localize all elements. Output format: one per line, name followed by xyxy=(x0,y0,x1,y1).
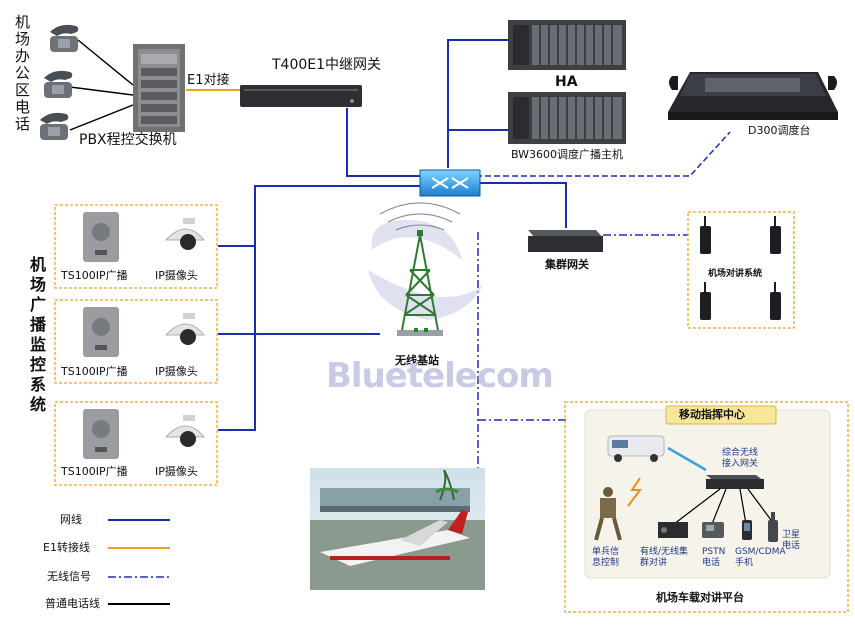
walkie-system-frame xyxy=(687,211,795,329)
ts100-speaker-icon xyxy=(83,307,119,357)
legend-label: E1转接线 xyxy=(43,541,90,554)
device-label: 单兵信息控制 xyxy=(592,547,620,568)
walkie-system-label: 机场对讲系统 xyxy=(708,269,763,279)
device-label: 有线/无线集群对讲 xyxy=(640,547,689,568)
radio-device-icon xyxy=(658,522,688,538)
legend-label: 网线 xyxy=(60,513,82,526)
phone-icon xyxy=(40,112,69,140)
bw3600-label: BW3600调度广播主机 xyxy=(511,148,624,161)
lightning-icon xyxy=(627,477,642,507)
pbx-label: PBX程控交换机 xyxy=(79,132,177,148)
base-station-label: 无线基站 xyxy=(395,354,439,367)
office-phones-label: 机场办公区电话 xyxy=(14,13,30,133)
broadcast-frame xyxy=(54,204,218,289)
vehicle-platform-label: 机场车载对讲平台 xyxy=(656,591,744,604)
mobile-command-title-box xyxy=(665,405,777,425)
ip-camera-label: IP摄像头 xyxy=(155,365,198,378)
broadcast-frame xyxy=(54,401,218,486)
legend-lines xyxy=(108,519,170,605)
walkie-talkie-icon xyxy=(700,216,711,254)
phone-icon xyxy=(44,70,73,98)
ts100-label: TS100IP广播 xyxy=(61,465,128,478)
t400-gateway-icon xyxy=(240,85,362,107)
gateway-label: T400E1中继网关 xyxy=(272,57,382,73)
device-label: 卫星电话 xyxy=(782,530,801,551)
pbx-cabinet-icon xyxy=(133,44,185,132)
ts100-label: TS100IP广播 xyxy=(61,269,128,282)
device-label: PSTN电话 xyxy=(702,547,726,568)
mobile-phone-icon xyxy=(742,520,752,540)
phone-icon xyxy=(50,24,79,52)
d300-console-icon xyxy=(668,72,838,120)
d300-label: D300调度台 xyxy=(748,124,811,137)
soldier-icon xyxy=(594,487,622,541)
ip-camera-icon xyxy=(165,415,205,447)
walkie-talkie-icon xyxy=(700,282,711,320)
command-van-icon xyxy=(607,435,665,462)
walkie-talkie-icon xyxy=(770,216,781,254)
airport-photo xyxy=(310,468,485,590)
vehicle-platform-frame xyxy=(564,401,849,613)
cluster-gateway-icon xyxy=(528,230,603,252)
broadcast-system-label: 机场广播监控系统 xyxy=(29,255,46,414)
legend-label: 普通电话线 xyxy=(45,597,100,610)
broadcast-frame xyxy=(54,299,218,384)
bw3600-chassis-icon xyxy=(508,20,626,70)
access-gateway-label: 综合无线接入网关 xyxy=(722,448,759,469)
ts100-speaker-icon xyxy=(83,409,119,459)
bw3600-chassis-icon xyxy=(508,92,626,144)
network-lines xyxy=(218,39,567,431)
radio-arrow xyxy=(667,446,707,472)
base-station-tower-icon xyxy=(379,202,461,336)
ip-camera-icon xyxy=(165,313,205,345)
ip-camera-label: IP摄像头 xyxy=(155,269,198,282)
mobile-command-title: 移动指挥中心 xyxy=(679,408,745,421)
walkie-talkie-icon xyxy=(770,282,781,320)
ts100-speaker-icon xyxy=(83,212,119,262)
legend-label: 无线信号 xyxy=(47,570,91,583)
satellite-phone-icon xyxy=(768,512,778,542)
device-label: GSM/CDMA手机 xyxy=(735,547,786,568)
phone-lines xyxy=(69,39,134,131)
ha-label: HA xyxy=(555,74,578,90)
gateway-links xyxy=(673,488,775,525)
ip-camera-icon xyxy=(165,218,205,250)
ts100-label: TS100IP广播 xyxy=(61,365,128,378)
d300-link xyxy=(476,131,731,177)
cluster-gateway-label: 集群网关 xyxy=(545,258,589,271)
e1-label: E1对接 xyxy=(187,73,230,88)
switch-icon xyxy=(419,169,481,197)
watermark-text: Bluetelecom xyxy=(326,356,554,396)
access-gateway-icon xyxy=(706,475,764,489)
wireless-lines xyxy=(477,232,688,468)
pstn-phone-icon xyxy=(702,522,724,538)
ip-camera-label: IP摄像头 xyxy=(155,465,198,478)
